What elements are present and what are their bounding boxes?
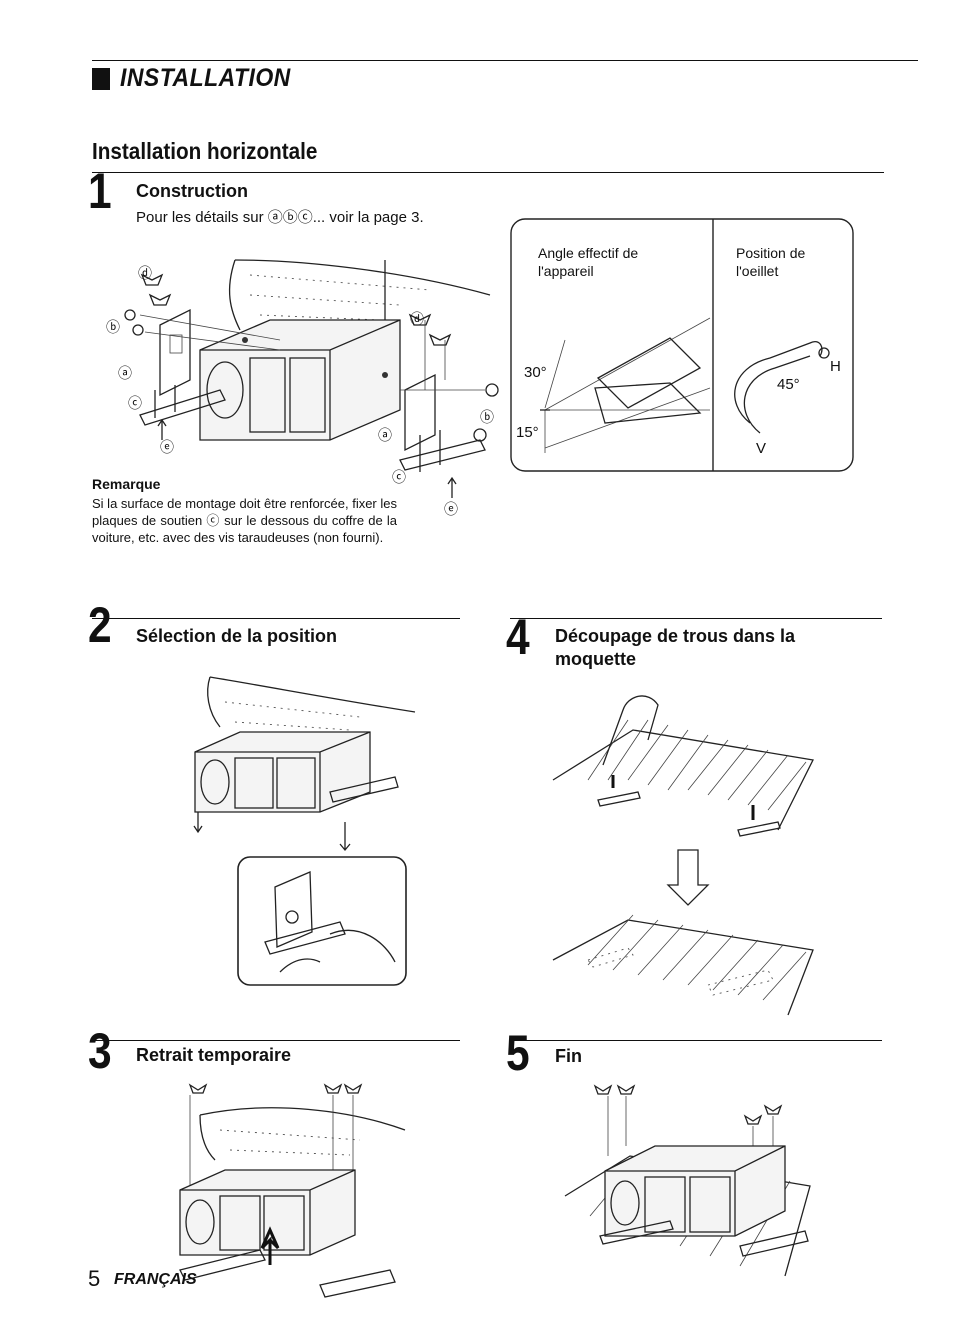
eyelet-h-label: H: [830, 358, 841, 375]
step3-number: 3: [88, 1023, 112, 1079]
step3-rule: [92, 1040, 460, 1041]
step1-construction-illustration: [124, 259, 499, 498]
angle-callout-label: Angle effectif de l'appareil: [538, 245, 639, 279]
page-number: 5: [88, 1266, 101, 1291]
label-b-right: ⓑ: [480, 409, 494, 425]
label-c-right: ⓒ: [392, 469, 406, 485]
step4-title: Découpage de trous dans la moquette: [555, 626, 796, 669]
eyelet-callout-label: Position de l'oeillet: [736, 245, 806, 279]
subsection-title: Installation horizontale: [92, 138, 318, 164]
step1-title: Construction: [136, 181, 248, 201]
step3-title: Retrait temporaire: [136, 1045, 292, 1065]
step2-rule: [92, 618, 460, 619]
remark-text: Si la surface de montage doit être renfo…: [92, 496, 397, 545]
section-title: INSTALLATION: [120, 64, 291, 92]
step5-rule: [510, 1040, 882, 1041]
angle-30-label: 30°: [524, 364, 547, 381]
section-marker: [92, 68, 110, 90]
step4-rule: [510, 618, 882, 619]
step3-removal-illustration: [179, 1083, 406, 1298]
angle-callout-box: [510, 218, 854, 472]
label-c-left: ⓒ: [128, 395, 142, 411]
label-e-left: ⓔ: [160, 439, 174, 455]
step5-finish-illustration: [564, 1084, 811, 1277]
label-a-left: ⓐ: [118, 365, 132, 381]
label-b-left: ⓑ: [106, 319, 120, 335]
remark-title: Remarque: [92, 476, 161, 492]
step1-rule: [92, 172, 884, 173]
angle-45-label: 45°: [777, 376, 800, 393]
step1-text: Pour les détails sur ⓐⓑⓒ... voir la page…: [136, 209, 424, 226]
step4-number: 4: [506, 609, 530, 665]
step4-carpet-illustration: [552, 695, 814, 1016]
angle-15-label: 15°: [516, 424, 539, 441]
step5-title: Fin: [555, 1046, 582, 1066]
step2-number: 2: [88, 597, 112, 653]
section-rule: [92, 60, 918, 61]
label-d-left: ⓓ: [138, 265, 152, 281]
footer-language: FRANÇAIS: [114, 1271, 197, 1288]
step1-number: 1: [88, 163, 112, 219]
step2-title: Sélection de la position: [136, 626, 338, 646]
label-d-right: ⓓ: [410, 311, 424, 327]
step5-number: 5: [506, 1025, 530, 1081]
step2-position-illustration: [193, 676, 416, 986]
label-a-right: ⓐ: [378, 427, 392, 443]
label-e-right: ⓔ: [444, 501, 458, 517]
eyelet-v-label: V: [756, 440, 767, 457]
